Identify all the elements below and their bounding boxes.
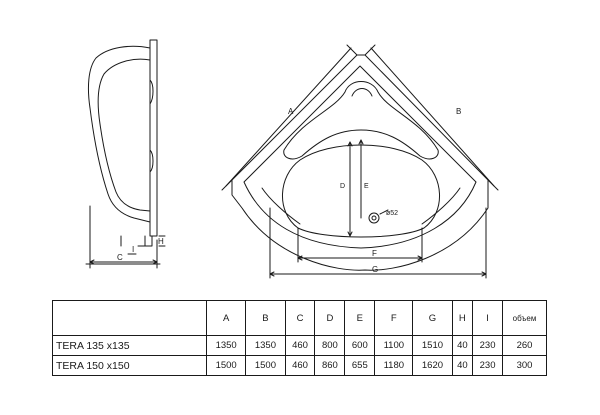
header-cell: I	[472, 300, 504, 336]
top-plan-view	[221, 44, 499, 279]
label-f: F	[372, 249, 377, 258]
side-rim	[149, 39, 158, 237]
value-cell: 1350	[205, 335, 247, 356]
value-cell: 1500	[245, 355, 286, 376]
label-d: D	[340, 183, 345, 190]
value-cell: 300	[502, 355, 547, 376]
label-b: B	[456, 107, 461, 116]
header-cell: B	[245, 300, 286, 336]
top-headrest	[283, 81, 439, 160]
header-cell: H	[451, 300, 474, 336]
table-row: TERA 150 x150 1500 1500 460 860 655 1180…	[52, 355, 547, 376]
dim-h-line	[158, 235, 166, 247]
label-a: A	[288, 107, 294, 116]
value-cell: 1180	[374, 355, 414, 376]
header-cell: A	[205, 300, 247, 336]
value-cell: 1620	[412, 355, 453, 376]
header-blank-cell	[52, 300, 207, 336]
label-drain: ø52	[386, 210, 398, 217]
side-profile-view	[85, 39, 166, 269]
top-armrest-right	[421, 187, 461, 225]
top-outer-rim	[231, 54, 489, 271]
table-row: TERA 135 x135 1350 1350 460 800 600 1100…	[52, 335, 547, 356]
header-cell: E	[344, 300, 376, 336]
dim-a-line	[225, 47, 352, 187]
top-inner-rim	[243, 65, 477, 249]
top-armrest-left	[261, 187, 301, 225]
technical-drawing: C I H A B D E F G ø52	[85, 39, 499, 279]
value-cell: 1350	[245, 335, 286, 356]
value-cell: 230	[472, 355, 504, 376]
drain-circle	[368, 212, 380, 224]
header-cell: C	[284, 300, 316, 336]
spec-table: A B C D E F G H I объем TERA 135 x135 13…	[52, 300, 547, 376]
value-cell: 40	[451, 335, 474, 356]
value-cell: 860	[314, 355, 346, 376]
header-cell: F	[374, 300, 414, 336]
spec-table-header: A B C D E F G H I объем	[52, 300, 547, 336]
value-cell: 260	[502, 335, 547, 356]
label-g: G	[372, 265, 378, 274]
value-cell: 1100	[374, 335, 414, 356]
value-cell: 800	[314, 335, 346, 356]
value-cell: 655	[344, 355, 376, 376]
value-cell: 230	[472, 335, 504, 356]
value-cell: 1510	[412, 335, 453, 356]
dim-b-line	[370, 47, 495, 187]
header-cell: D	[314, 300, 346, 336]
side-feet	[144, 235, 153, 247]
side-inner-shell	[97, 58, 151, 212]
value-cell: 1500	[205, 355, 247, 376]
model-name-cell: TERA 150 x150	[52, 355, 207, 376]
header-cell: G	[412, 300, 453, 336]
header-cell: объем	[502, 300, 547, 336]
model-name-cell: TERA 135 x135	[52, 335, 207, 356]
side-outer-shell	[87, 45, 151, 223]
label-i: I	[132, 245, 134, 254]
value-cell: 40	[451, 355, 474, 376]
label-e: E	[364, 183, 369, 190]
value-cell: 460	[284, 335, 316, 356]
label-h: H	[158, 237, 164, 246]
value-cell: 600	[344, 335, 376, 356]
value-cell: 460	[284, 355, 316, 376]
label-c: C	[117, 253, 123, 262]
